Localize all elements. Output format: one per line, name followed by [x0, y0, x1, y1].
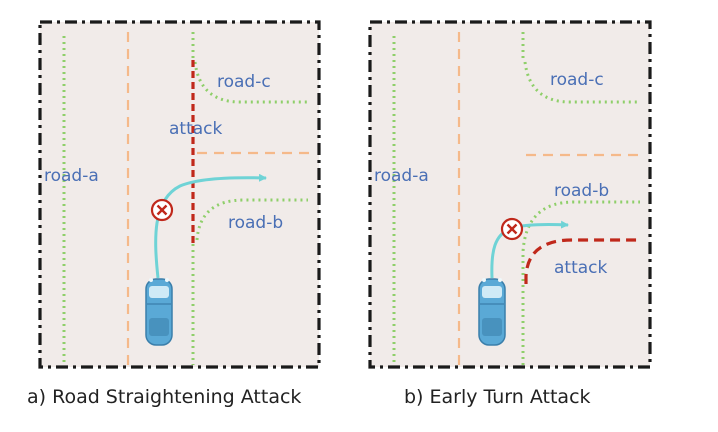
panel-a-lanes — [62, 32, 313, 365]
x-circle-icon — [500, 217, 524, 241]
attack-label: attack — [169, 119, 223, 139]
panel-a-caption: a) Road Straightening Attack — [27, 386, 301, 408]
panel-b-caption: b) Early Turn Attack — [404, 386, 591, 408]
road-c-label: road-c — [550, 70, 604, 90]
road-a-label: road-a — [44, 166, 99, 186]
road-a-label: road-a — [374, 166, 429, 186]
road-c-curve — [523, 61, 640, 104]
x-circle-icon — [150, 198, 174, 222]
attack-line — [524, 238, 640, 284]
panel-b-border — [368, 20, 652, 369]
car-icon — [478, 277, 506, 346]
road-b-label: road-b — [228, 213, 283, 233]
trajectory-arrow — [154, 173, 267, 279]
panel-b-background — [370, 22, 650, 367]
road-b-label: road-b — [554, 181, 609, 201]
car-icon — [145, 277, 173, 346]
road-c-curve — [193, 61, 308, 104]
panel-a: road-c attack road-a road-b a) Road Stra… — [27, 20, 321, 408]
road-c-label: road-c — [217, 72, 271, 92]
attack-label: attack — [554, 258, 608, 278]
panel-b: road-c road-a road-b attack b) Early Tur… — [368, 20, 652, 408]
panel-b-lanes — [392, 32, 640, 365]
panel-a-border — [38, 20, 321, 369]
panel-a-background — [40, 22, 319, 367]
road-b-curve — [195, 198, 308, 241]
